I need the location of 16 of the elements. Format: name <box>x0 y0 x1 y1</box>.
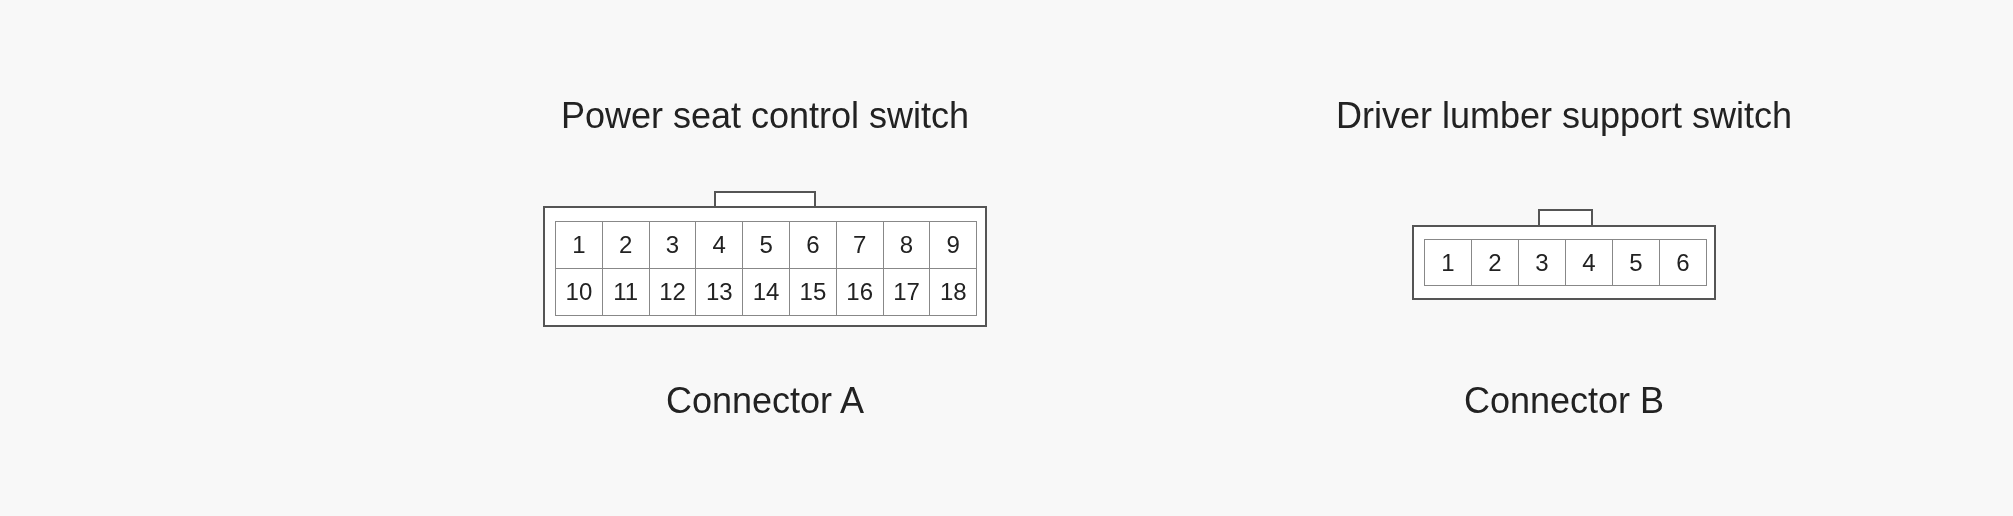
connector-title: Driver lumber support switch <box>1335 95 1793 137</box>
pin-cell: 6 <box>1659 239 1707 286</box>
pin-cell: 3 <box>1518 239 1566 286</box>
connector-caption: Connector A <box>665 380 865 422</box>
pin-cell: 2 <box>1471 239 1519 286</box>
pin-cell: 10 <box>555 268 603 316</box>
pin-cell: 18 <box>929 268 978 316</box>
connector-title: Power seat control switch <box>560 95 970 137</box>
connector-caption: Connector B <box>1463 380 1665 422</box>
pin-cell: 4 <box>1565 239 1613 286</box>
pin-cell: 1 <box>555 221 603 269</box>
pin-cell: 1 <box>1424 239 1472 286</box>
pin-cell: 9 <box>929 221 978 269</box>
connector-housing <box>1412 209 1716 300</box>
connector-housing <box>543 191 987 327</box>
pin-cell: 5 <box>1612 239 1660 286</box>
